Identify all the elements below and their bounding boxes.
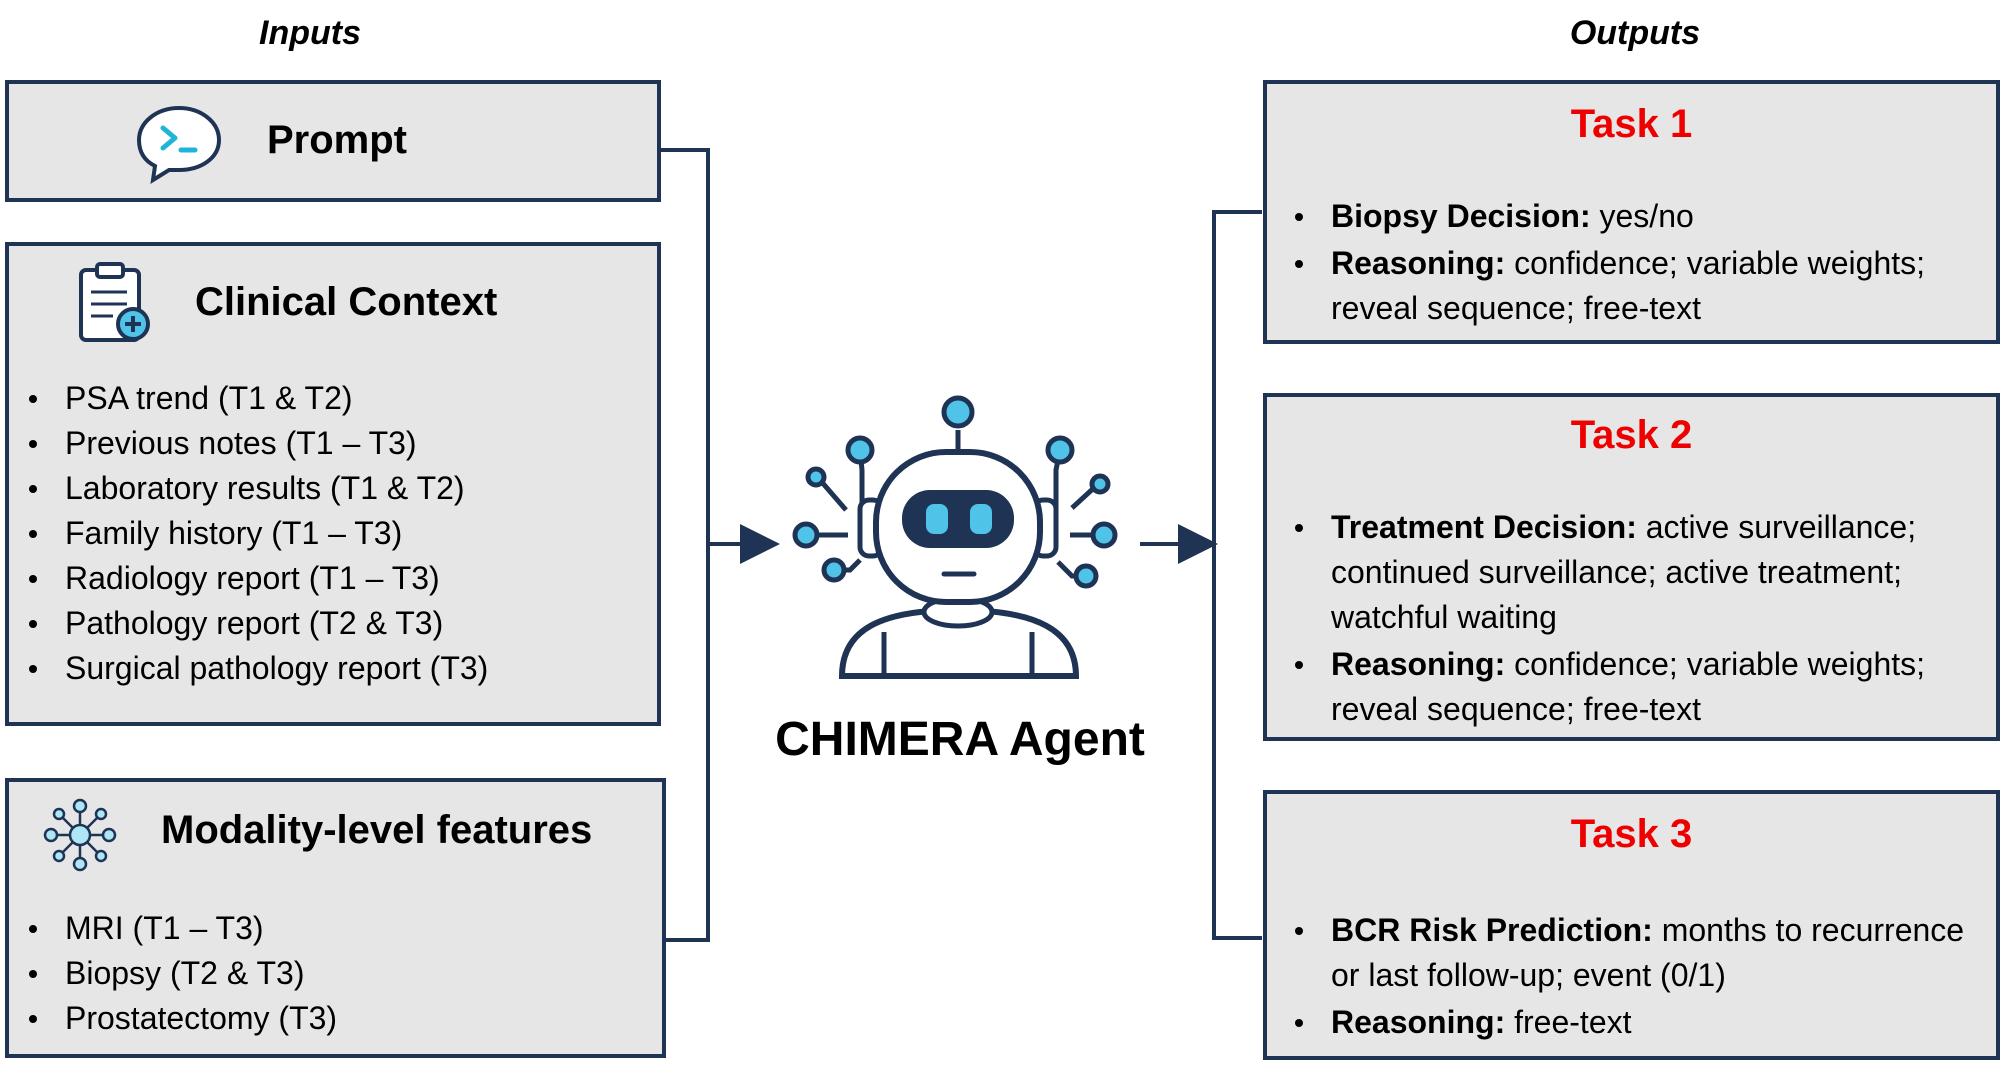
item-text: active surveillance; continued surveilla… bbox=[1331, 509, 1917, 635]
clinical-context-box: Clinical Context PSA trend (T1 & T2) Pre… bbox=[5, 242, 661, 726]
list-item: Treatment Decision: active surveillance;… bbox=[1281, 505, 1986, 640]
list-item: Reasoning: free-text bbox=[1281, 1000, 1986, 1045]
list-item: Surgical pathology report (T3) bbox=[15, 646, 488, 691]
input-bracket bbox=[660, 148, 710, 942]
list-item: Biopsy Decision: yes/no bbox=[1281, 194, 1986, 239]
item-text: free-text bbox=[1505, 1004, 1632, 1040]
list-item: Reasoning: confidence; variable weights;… bbox=[1281, 241, 1986, 331]
network-nodes-icon bbox=[43, 798, 117, 872]
list-item: PSA trend (T1 & T2) bbox=[15, 376, 488, 421]
task-3-title: Task 3 bbox=[1570, 812, 1693, 856]
clipboard-medical-icon bbox=[79, 262, 150, 342]
list-item: BCR Risk Prediction: months to recurrenc… bbox=[1281, 908, 1986, 998]
robot-icon bbox=[792, 395, 1118, 679]
outputs-heading: Outputs bbox=[1569, 14, 1701, 52]
terminal-chat-icon bbox=[136, 105, 222, 184]
item-text: confidence; variable weights; reveal seq… bbox=[1331, 646, 1926, 727]
item-key: Reasoning: bbox=[1331, 646, 1506, 682]
list-item: Reasoning: confidence; variable weights;… bbox=[1281, 642, 1986, 732]
list-item: Laboratory results (T1 & T2) bbox=[15, 466, 488, 511]
list-item: Family history (T1 – T3) bbox=[15, 511, 488, 556]
output-bracket bbox=[1212, 210, 1262, 940]
list-item: Prostatectomy (T3) bbox=[15, 996, 337, 1041]
task-1-box: Task 1 Biopsy Decision: yes/no Reasoning… bbox=[1263, 80, 2000, 344]
item-key: BCR Risk Prediction: bbox=[1331, 912, 1653, 948]
item-text: yes/no bbox=[1590, 198, 1694, 234]
modality-features-list: MRI (T1 – T3) Biopsy (T2 & T3) Prostatec… bbox=[15, 906, 337, 1041]
item-text: confidence; variable weights; reveal seq… bbox=[1331, 245, 1926, 326]
list-item: Previous notes (T1 – T3) bbox=[15, 421, 488, 466]
list-item: Radiology report (T1 – T3) bbox=[15, 556, 488, 601]
prompt-box: Prompt bbox=[5, 80, 661, 202]
list-item: Biopsy (T2 & T3) bbox=[15, 951, 337, 996]
task-3-box: Task 3 BCR Risk Prediction: months to re… bbox=[1263, 790, 2000, 1060]
modality-features-title: Modality-level features bbox=[161, 808, 593, 852]
inputs-heading: Inputs bbox=[259, 14, 361, 52]
task-2-box: Task 2 Treatment Decision: active survei… bbox=[1263, 393, 2000, 741]
agent-label: CHIMERA Agent bbox=[775, 713, 1145, 766]
task-3-list: BCR Risk Prediction: months to recurrenc… bbox=[1281, 908, 1986, 1047]
item-key: Treatment Decision: bbox=[1331, 509, 1637, 545]
item-text: months to recurrence or last follow-up; … bbox=[1331, 912, 1965, 993]
list-item: Pathology report (T2 & T3) bbox=[15, 601, 488, 646]
list-item: MRI (T1 – T3) bbox=[15, 906, 337, 951]
task-2-list: Treatment Decision: active surveillance;… bbox=[1281, 505, 1986, 734]
clinical-context-list: PSA trend (T1 & T2) Previous notes (T1 –… bbox=[15, 376, 488, 691]
item-key: Reasoning: bbox=[1331, 245, 1506, 281]
task-1-title: Task 1 bbox=[1570, 102, 1693, 146]
task-2-title: Task 2 bbox=[1570, 413, 1693, 457]
task-1-list: Biopsy Decision: yes/no Reasoning: confi… bbox=[1281, 194, 1986, 333]
item-key: Biopsy Decision: bbox=[1331, 198, 1591, 234]
item-key: Reasoning: bbox=[1331, 1004, 1506, 1040]
modality-features-box: Modality-level features MRI (T1 – T3) Bi… bbox=[5, 778, 666, 1058]
clinical-context-title: Clinical Context bbox=[195, 280, 498, 324]
prompt-title: Prompt bbox=[267, 118, 407, 162]
